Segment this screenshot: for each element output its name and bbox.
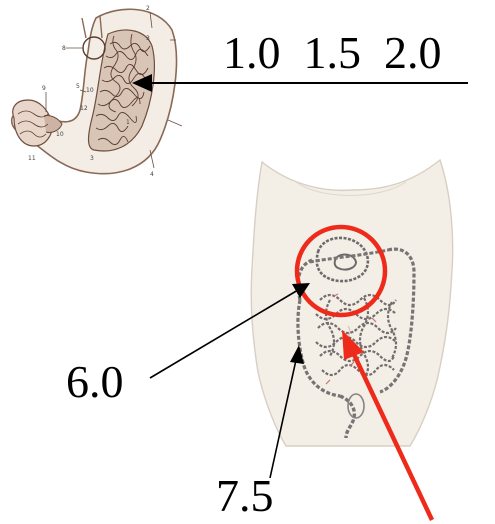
callout-10b: 10 — [56, 131, 64, 138]
callout-8: 8 — [62, 45, 66, 52]
stomach-ph-label: 1.0 1.5 2.0 — [223, 27, 442, 78]
callout-2: 2 — [146, 5, 150, 12]
callout-5: 5 — [76, 83, 80, 90]
large-intestine-ph-label: 7.5 — [216, 470, 274, 521]
callout-4: 4 — [150, 171, 154, 178]
torso-illustration — [251, 160, 452, 446]
callout-10: 10 — [86, 87, 94, 94]
stomach-illustration: 8 2 3 5 10 9 10 12 11 3 4 1 — [12, 5, 182, 178]
callout-12: 12 — [80, 105, 88, 112]
callout-9: 9 — [42, 85, 46, 92]
small-intestine-ph-label: 6.0 — [66, 356, 124, 407]
callout-11: 11 — [28, 155, 36, 162]
callout-1: 1 — [126, 119, 130, 126]
callout-3b: 3 — [90, 155, 94, 162]
callout-3: 3 — [146, 35, 150, 42]
